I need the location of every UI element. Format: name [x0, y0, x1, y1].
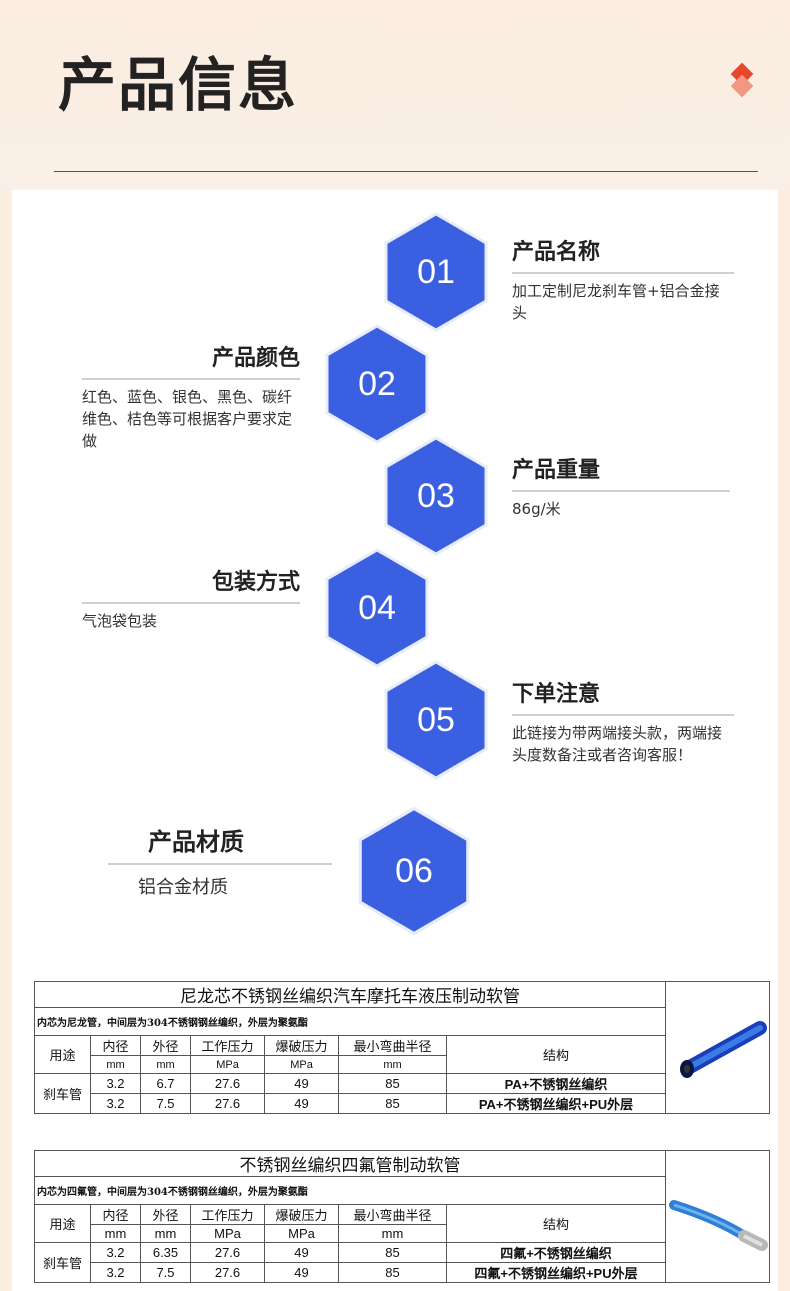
table-title: 尼龙芯不锈钢丝编织汽车摩托车液压制动软管: [34, 981, 666, 1008]
diamond-icon: [728, 62, 756, 100]
table-note: 内芯为尼龙管，中间层为304不锈钢钢丝编织，外层为聚氨酯: [34, 1007, 666, 1036]
hose-image: [665, 1150, 770, 1283]
page-title: 产品信息: [58, 51, 299, 119]
hex-badge-04: 04: [325, 548, 429, 668]
item-product-name: 产品名称 加工定制尼龙刹车管+铝合金接头: [512, 234, 734, 324]
item-material: 产品材质 铝合金材质: [108, 822, 332, 899]
hex-badge-03: 03: [384, 436, 488, 556]
title-divider: [54, 171, 758, 172]
item-packaging: 包装方式 气泡袋包装: [82, 564, 300, 632]
content-panel: 01 02 03 04 05 06 产品名称 加工定制尼龙刹车管+铝合金接头 产…: [12, 190, 778, 1291]
hex-badge-06: 06: [358, 806, 470, 936]
table-row: 刹车管 3.2 6.7 27.6 49 85 PA+不锈钢丝编织: [34, 1073, 770, 1114]
table-row: 3.2 7.5 27.6 49 85 四氟+不锈钢丝编织+PU外层: [35, 1262, 770, 1283]
table-note: 内芯为四氟管，中间层为304不锈钢钢丝编织，外层为聚氨酯: [34, 1176, 666, 1205]
item-product-weight: 产品重量 86g/米: [512, 452, 730, 520]
table-title: 不锈钢丝编织四氟管制动软管: [34, 1150, 666, 1177]
item-product-color: 产品颜色 红色、蓝色、银色、黑色、碳纤维色、桔色等可根据客户要求定做: [82, 340, 300, 452]
hose-image: [665, 981, 770, 1114]
item-order-notes: 下单注意 此链接为带两端接头款，两端接头度数备注或者咨询客服！: [512, 676, 734, 766]
hex-badge-02: 02: [325, 324, 429, 444]
header: 产品信息: [0, 0, 790, 190]
table-row: 3.2 7.5 27.6 49 85 PA+不锈钢丝编织+PU外层: [35, 1093, 770, 1114]
spec-table-nylon: 尼龙芯不锈钢丝编织汽车摩托车液压制动软管 内芯为尼龙管，中间层为304不锈钢钢丝…: [34, 981, 770, 1114]
table-row: 刹车管 3.2 6.35 27.6 49 85 四氟+不锈钢丝编织: [34, 1242, 770, 1283]
hex-badge-05: 05: [384, 660, 488, 780]
spec-table-ptfe: 不锈钢丝编织四氟管制动软管 内芯为四氟管，中间层为304不锈钢钢丝编织，外层为聚…: [34, 1150, 770, 1283]
hex-badge-01: 01: [384, 212, 488, 332]
